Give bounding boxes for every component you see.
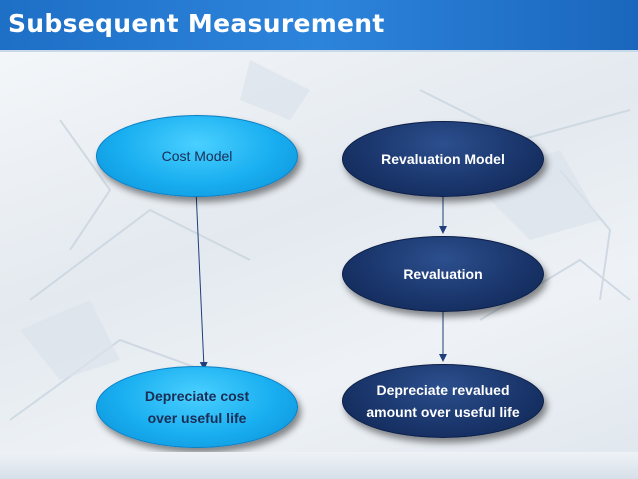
depreciate-revalued-node: Depreciate revalued amount over useful l…: [342, 364, 544, 438]
depreciate-cost-label-line1: Depreciate cost: [144, 388, 250, 404]
depreciate-cost-node: Depreciate cost over useful life: [96, 366, 298, 448]
revaluation-node: Revaluation: [342, 236, 544, 312]
revaluation-model-node: Revaluation Model: [342, 121, 544, 197]
title-bar: Subsequent Measurement: [0, 0, 638, 52]
cost-model-label: Cost Model: [161, 148, 233, 164]
revaluation-model-label: Revaluation Model: [381, 151, 505, 167]
revaluation-label: Revaluation: [403, 266, 483, 282]
connector-cost-to-depreciate: [195, 189, 208, 370]
depreciate-revalued-label-line1: Depreciate revalued: [376, 382, 510, 398]
slide-title: Subsequent Measurement: [8, 9, 385, 38]
depreciate-revalued-label-line2: amount over useful life: [366, 404, 520, 420]
bottom-band: [0, 452, 638, 479]
cost-model-node: Cost Model: [96, 115, 298, 197]
depreciate-cost-label-line2: over useful life: [147, 410, 247, 426]
